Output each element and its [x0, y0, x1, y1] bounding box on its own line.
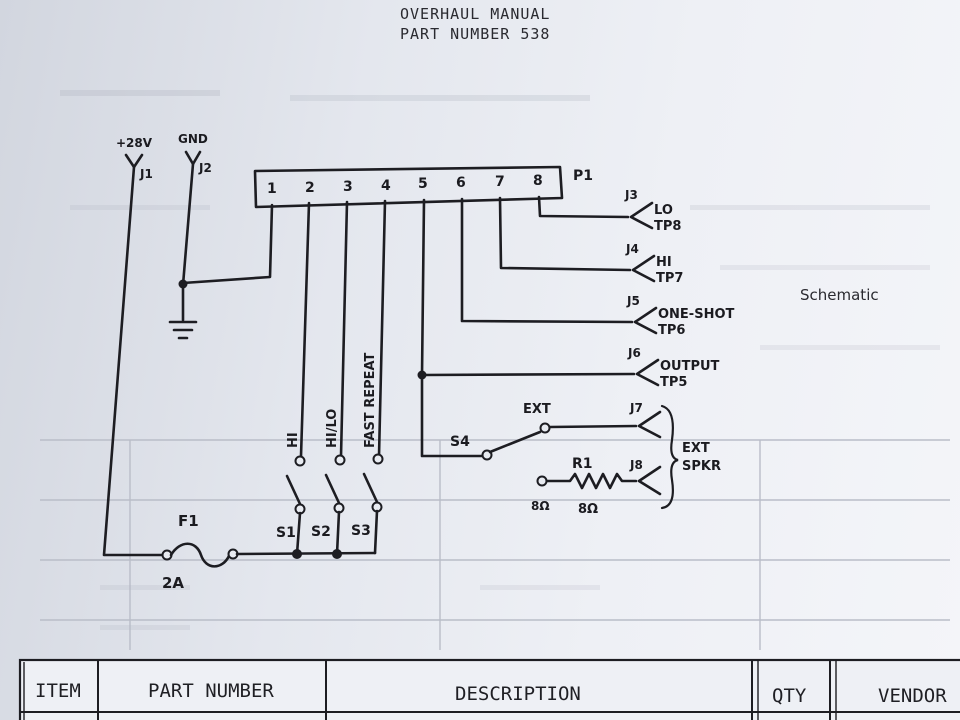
pin5-wire [420, 198, 636, 377]
pin-label: 8 [533, 173, 543, 189]
j6-line2: TP5 [660, 375, 687, 390]
j3-line2: TP8 [654, 219, 681, 234]
table-header-vendor: VENDOR [878, 685, 947, 707]
j4-line2: TP7 [656, 271, 683, 286]
ext-speaker-line1: EXT [682, 441, 710, 456]
s4-label: S4 [450, 434, 470, 450]
pin3-wire [339, 200, 349, 458]
ext-speaker-line2: SPKR [682, 459, 721, 474]
fuse-rating: 2A [162, 574, 184, 592]
s4-to-j7-wire [548, 424, 638, 429]
pin-label: 6 [456, 175, 466, 191]
s1-label: S1 [276, 525, 296, 541]
table-header-qty: QTY [772, 685, 807, 707]
j6-label: J6 [627, 346, 641, 360]
j6-jack-symbol [635, 358, 660, 387]
j8-jack-symbol [637, 465, 662, 496]
j5-line1: ONE-SHOT [658, 307, 735, 322]
s2-function-label: HI/LO [325, 409, 340, 448]
switch-s3 [362, 453, 384, 555]
j6-line1: OUTPUT [660, 359, 720, 374]
pin-label: 2 [305, 180, 315, 196]
p1-label: P1 [573, 168, 593, 184]
j5-jack-symbol [633, 306, 658, 335]
r1-end-label: 8Ω [531, 499, 550, 513]
s1-function-label: HI [286, 432, 301, 448]
table-header-description: DESCRIPTION [455, 683, 581, 705]
gnd-wire [181, 162, 195, 322]
s2-label: S2 [311, 524, 331, 540]
pin7-wire [498, 196, 632, 272]
table-header-item: ITEM [35, 680, 81, 702]
fuse-label: F1 [178, 512, 199, 530]
pin6-wire [460, 197, 634, 324]
j7-jack-symbol [637, 410, 662, 439]
plus28v-wire [102, 165, 165, 557]
pin4-wire [377, 199, 387, 458]
j3-jack-symbol [629, 201, 654, 230]
pin2-wire [299, 201, 311, 458]
schematic-label: Schematic [800, 286, 879, 304]
switch-bus-wire [235, 551, 377, 556]
r1-label: R1 [572, 456, 593, 472]
parts-table: ITEM PART NUMBER DESCRIPTION QTY VENDOR [18, 658, 960, 720]
p1-pin-labels: 1 2 3 4 5 6 7 8 [267, 173, 543, 197]
header-line-1: OVERHAUL MANUAL [400, 5, 550, 23]
j7-label: J7 [629, 401, 643, 415]
gnd-junction-dot [178, 279, 188, 289]
s4-wire [420, 373, 484, 458]
ext-switch-label: EXT [523, 402, 551, 417]
r1-resistor-symbol [545, 472, 638, 490]
j3-label: J3 [624, 188, 638, 202]
pin-label: 4 [381, 178, 391, 194]
s4-switch-arm [488, 430, 542, 454]
s4-ext-contact [539, 422, 551, 434]
table-header-part-number: PART NUMBER [148, 680, 274, 702]
j1-label: J1 [139, 167, 153, 181]
j2-label: J2 [198, 161, 212, 175]
s2-junction-dot [332, 549, 342, 559]
pin-label: 5 [418, 176, 428, 192]
j5-label: J5 [626, 294, 640, 308]
r1-value: 8Ω [578, 502, 598, 517]
pin8-wire [537, 195, 630, 219]
j4-label: J4 [625, 242, 639, 256]
s3-function-label: FAST REPEAT [363, 352, 378, 448]
ground-symbol [168, 320, 198, 340]
fuse-f1-symbol [169, 542, 231, 568]
j5-line2: TP6 [658, 323, 685, 338]
bleed-through-ghost [40, 90, 950, 650]
gnd-label: GND [178, 132, 208, 146]
switch-s2 [324, 454, 346, 556]
p1-connector-block [253, 165, 564, 209]
j4-jack-symbol [631, 254, 656, 283]
s1-junction-dot [292, 549, 302, 559]
pin-label: 3 [343, 179, 353, 195]
header-line-2: PART NUMBER 538 [400, 25, 550, 43]
pin-label: 1 [267, 181, 277, 197]
j3-line1: LO [654, 203, 673, 218]
pin-label: 7 [495, 174, 505, 190]
j1-connector-symbol [124, 153, 144, 169]
ext-speaker-bracket [660, 404, 679, 510]
pin1-wire [181, 203, 274, 285]
j8-label: J8 [629, 458, 643, 472]
r1-end-contact [536, 475, 548, 487]
s3-label: S3 [351, 523, 371, 539]
plus28v-label: +28V [116, 136, 153, 150]
switch-s1 [285, 455, 306, 556]
j2-connector-symbol [184, 150, 202, 166]
j4-line1: HI [656, 255, 672, 270]
